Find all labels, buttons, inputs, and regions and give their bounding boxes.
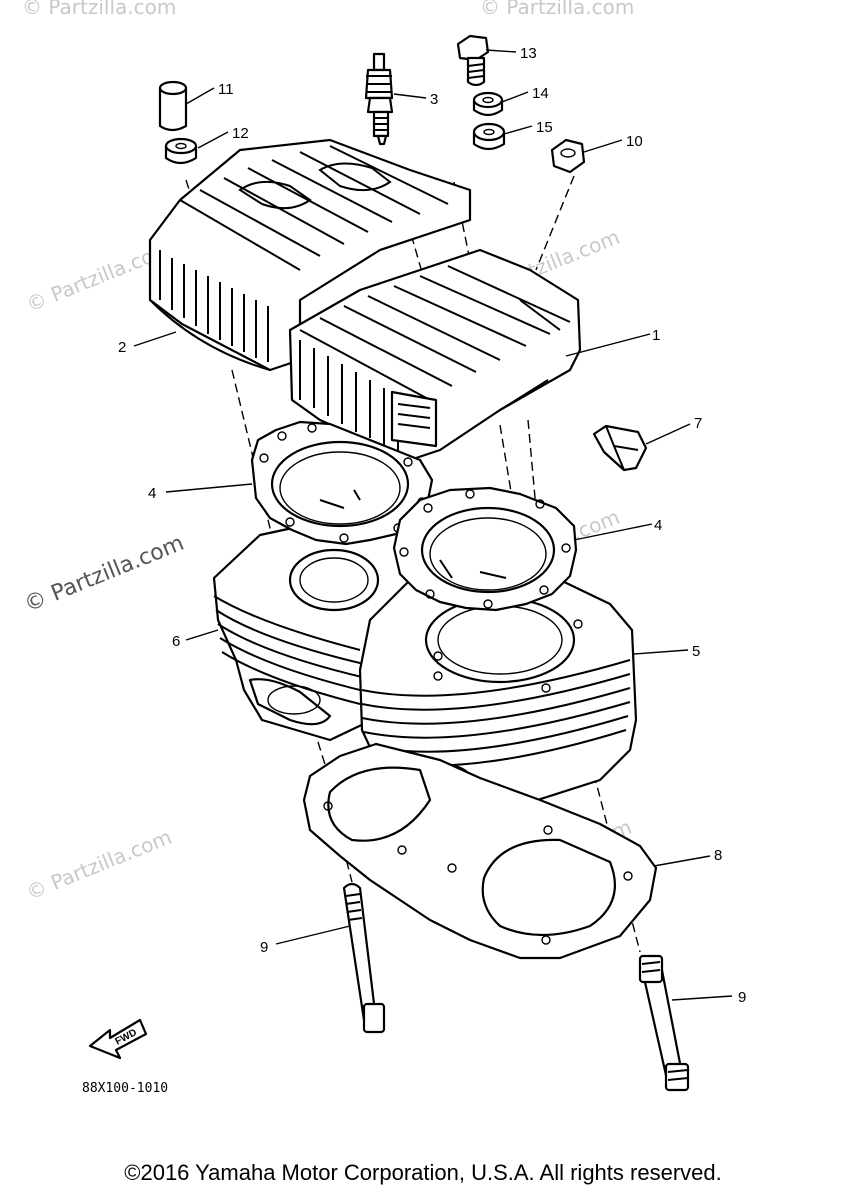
part-1-cylinder-head	[288, 248, 582, 462]
callout-12: 12	[232, 125, 249, 142]
watermark-text: © Partzilla.com	[21, 531, 188, 618]
callout-11: 11	[218, 81, 234, 98]
part-9-stud	[638, 954, 690, 1092]
callout-13: 13	[520, 45, 537, 62]
callout-2: 2	[118, 339, 126, 356]
callout-1: 1	[652, 327, 660, 344]
part-3-spark-plug	[364, 52, 394, 146]
callout-6: 6	[172, 633, 180, 650]
callout-10: 10	[626, 133, 643, 150]
part-2-cylinder-head	[148, 138, 472, 372]
part-4-head-gasket	[392, 486, 578, 612]
callout-4: 4	[654, 517, 662, 534]
callout-9: 9	[260, 939, 268, 956]
part-5-cylinder	[358, 564, 638, 814]
callout-4: 4	[148, 485, 156, 502]
callout-7: 7	[694, 415, 702, 432]
leader-lines	[133, 49, 733, 1001]
part-14-lock-washer	[472, 91, 504, 117]
watermark-text: © Partzilla.com	[23, 825, 175, 905]
part-13-bolt	[456, 34, 490, 87]
callout-5: 5	[692, 643, 700, 660]
watermark-text: © Partzilla.com	[22, 0, 176, 19]
part-12-washer	[164, 137, 198, 165]
part-10-nut	[550, 138, 586, 174]
callout-14: 14	[532, 85, 549, 102]
watermark-text: © Partzilla.com	[480, 0, 634, 19]
drawing-code: 88X100-1010	[82, 1081, 168, 1096]
part-11-collar	[158, 80, 188, 132]
part-8-base-gasket	[302, 742, 658, 960]
fwd-arrow-icon: FWD	[88, 1018, 148, 1060]
part-15-washer	[472, 122, 506, 151]
copyright-notice: ©2016 Yamaha Motor Corporation, U.S.A. A…	[124, 1160, 722, 1185]
part-9-stud	[342, 882, 386, 1034]
callout-labels: 1 2 3 4 4 5 6 7 8 9 9 10 11 12 13 14 15	[118, 45, 746, 1006]
part-4-head-gasket	[250, 420, 434, 546]
callout-9: 9	[738, 989, 746, 1006]
callout-3: 3	[430, 91, 438, 108]
part-7-clamp	[592, 424, 648, 472]
callout-15: 15	[536, 119, 553, 136]
callout-8: 8	[714, 847, 722, 864]
